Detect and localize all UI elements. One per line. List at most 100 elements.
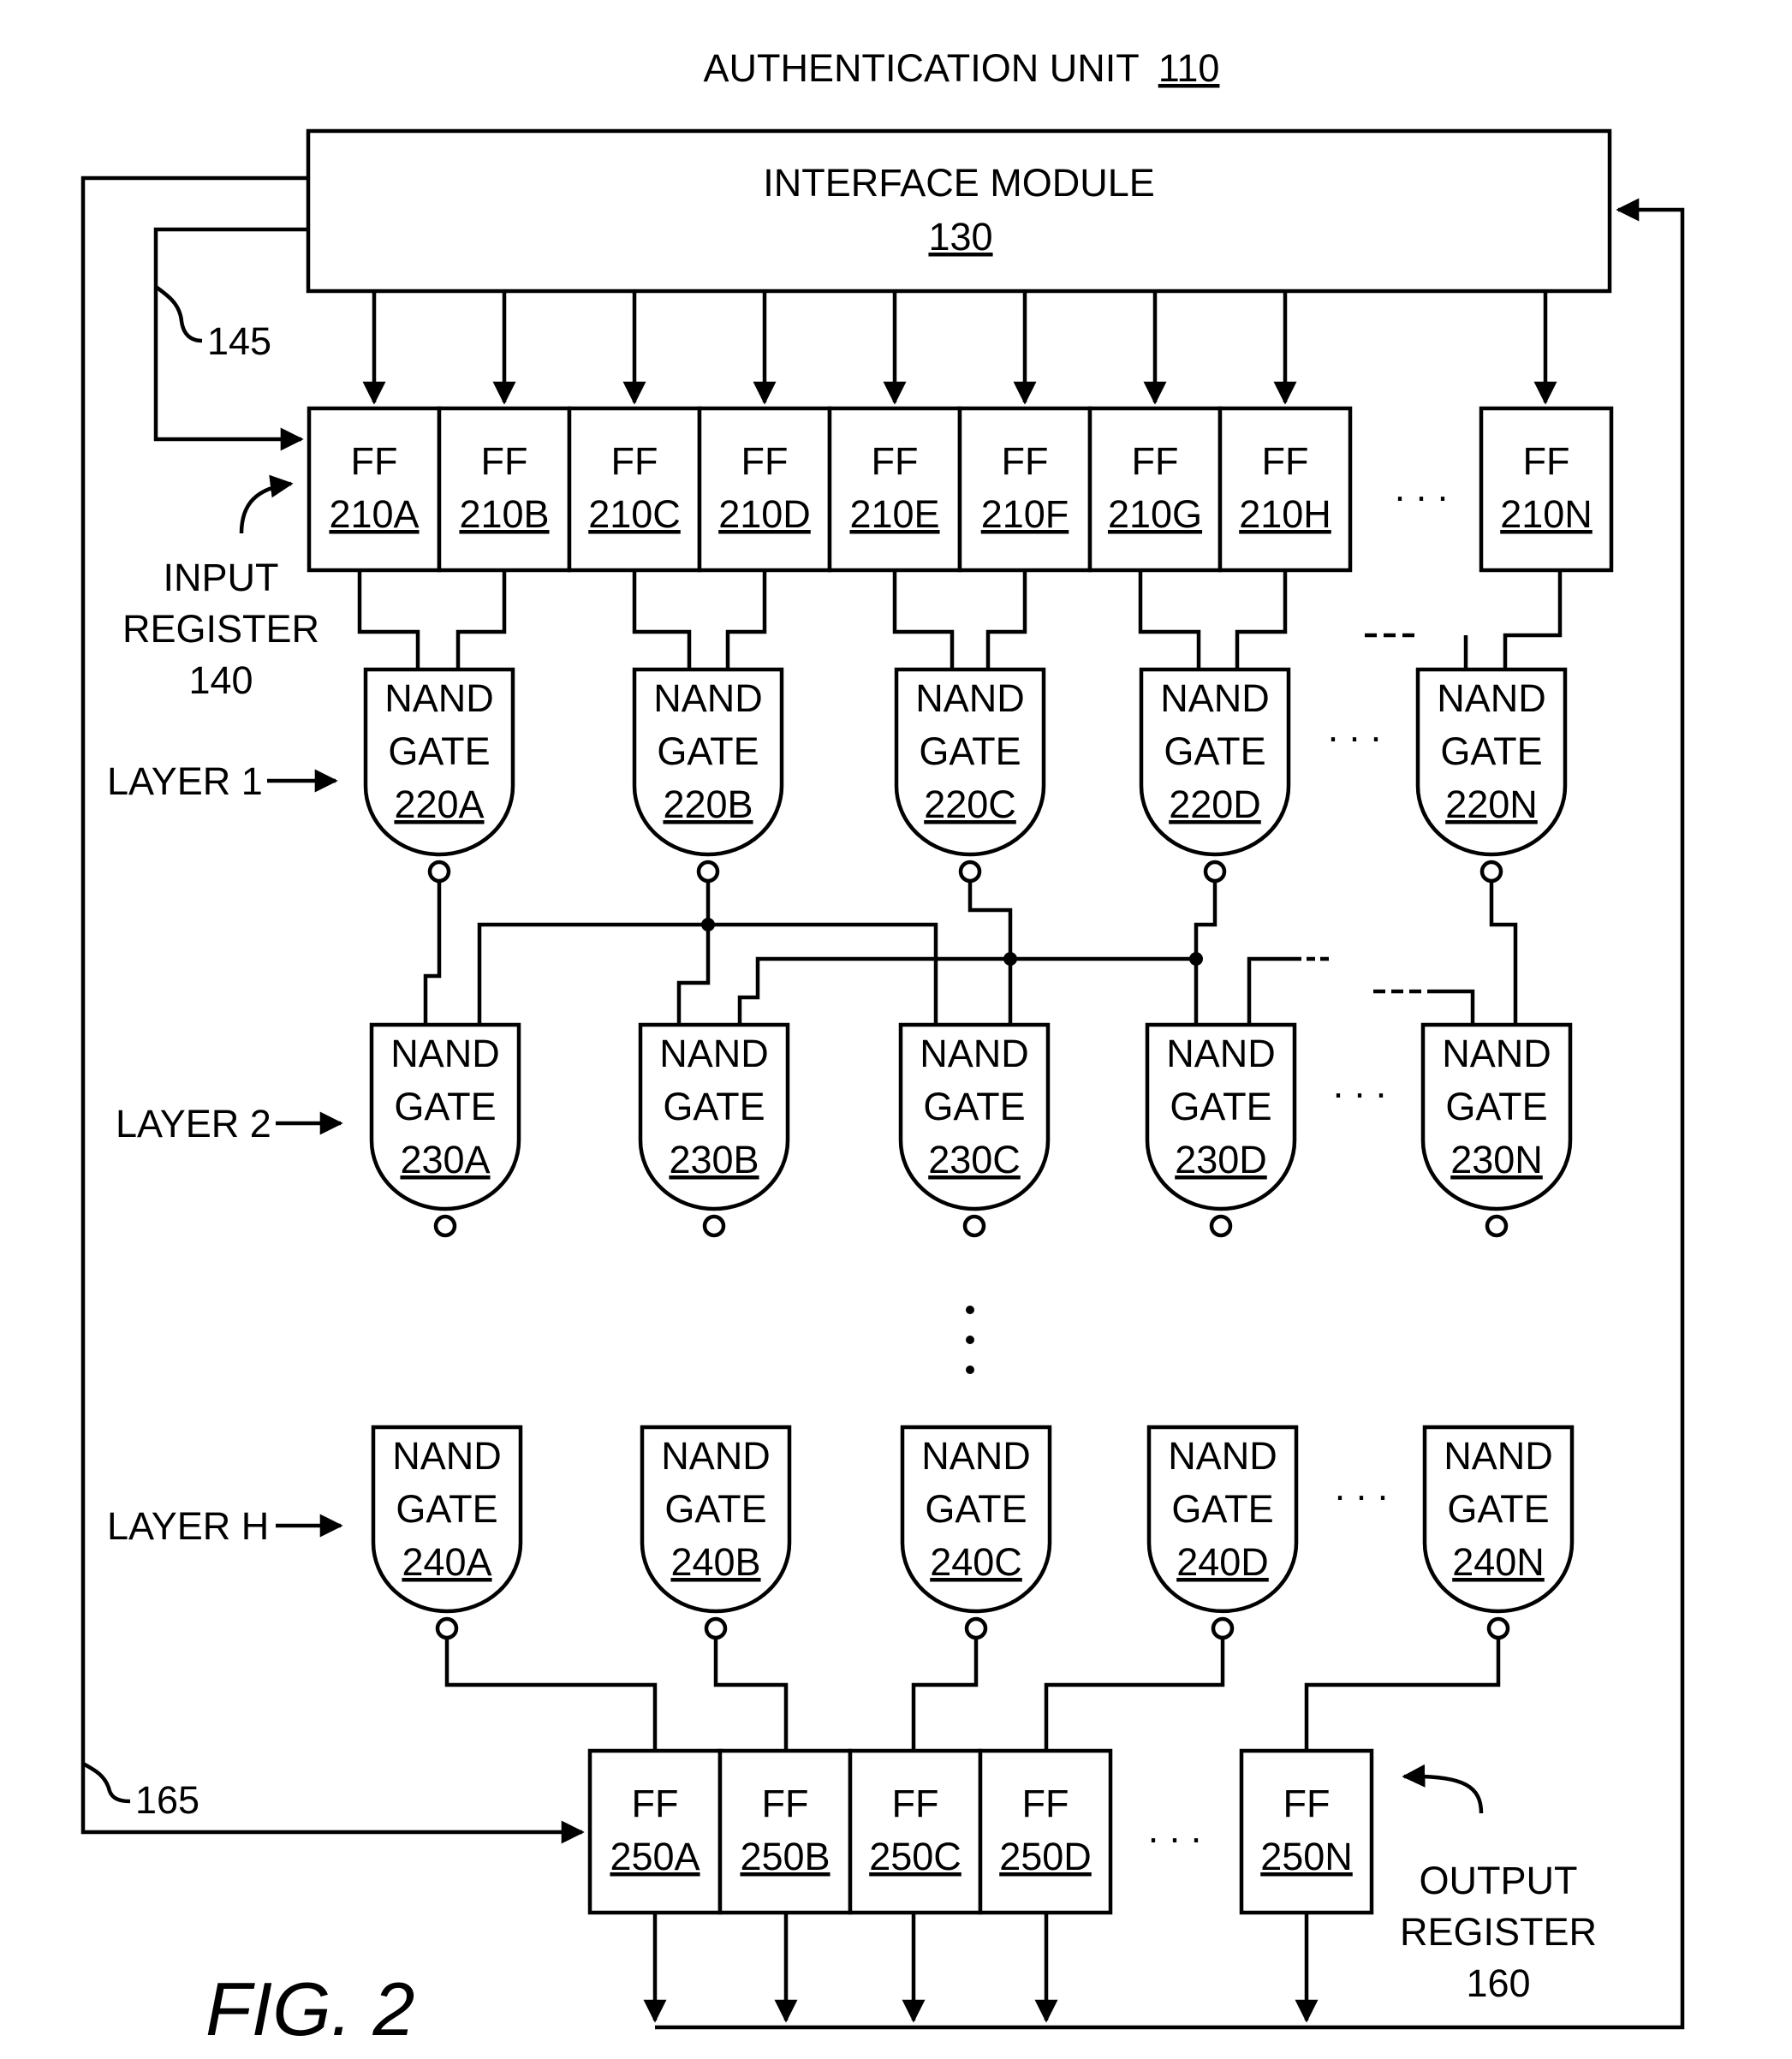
output-ff-250N: FF 250N [1241,1751,1372,1913]
svg-text:220B: 220B [663,783,753,826]
svg-text:240B: 240B [670,1540,760,1584]
svg-text:GATE: GATE [1447,1487,1549,1531]
input-ff-ref: 210E [849,492,939,536]
nand-gate-230D: NAND GATE 230D [1147,1025,1295,1235]
svg-text:REGISTER: REGISTER [122,607,319,651]
nand-gate-240B: NAND GATE 240B [642,1427,789,1638]
input-ff-label: FF [1132,439,1179,483]
svg-text:220D: 220D [1169,783,1261,826]
output-register-label: OUTPUT REGISTER 160 [1400,1776,1597,2005]
layer-h: LAYER H NAND GATE 240A NAND GATE 240B NA… [107,1427,1572,1638]
svg-text:140: 140 [188,658,253,702]
input-ff-label: FF [741,439,789,483]
layer-2: LAYER 2 NAND GATE 230A NAND GATE 230B NA… [116,1025,1570,1235]
svg-text:NAND: NAND [384,676,494,720]
svg-text:REGISTER: REGISTER [1400,1910,1597,1954]
svg-text:NAND: NAND [920,1032,1029,1075]
input-ff-ref: 210H [1239,492,1331,536]
input-ff-ref: 210A [329,492,419,536]
svg-text:GATE: GATE [925,1487,1027,1531]
nand-gate-220B: NAND GATE 220B [634,669,782,881]
svg-text:GATE: GATE [1440,729,1542,773]
svg-text:GATE: GATE [1170,1085,1271,1128]
layer-1-ellipsis: . . . [1328,706,1382,750]
svg-text:250D: 250D [999,1835,1092,1878]
figure-label: FIG. 2 [205,1967,415,2051]
svg-text:FF: FF [1283,1782,1331,1825]
input-register-ellipsis: . . . [1395,466,1449,509]
svg-text:GATE: GATE [923,1085,1025,1128]
interface-to-input-arrows [374,291,1545,402]
svg-text:230B: 230B [669,1138,759,1181]
nand-gate-240C: NAND GATE 240C [902,1427,1050,1638]
interface-module: INTERFACE MODULE 130 [308,131,1610,291]
input-ff-ref: 210B [459,492,549,536]
nand-gate-230B: NAND GATE 230B [640,1025,788,1235]
svg-text:240A: 240A [402,1540,491,1584]
input-ff-label: FF [872,439,919,483]
layer-label: LAYER H [107,1504,269,1548]
svg-text:NAND: NAND [1437,676,1546,720]
nand-gate-240A: NAND GATE 240A [373,1427,521,1638]
svg-text:FF: FF [1022,1782,1069,1825]
input-ff-ref: 210D [718,492,811,536]
input-ff-210E: FF 210E [830,408,960,570]
svg-text:250A: 250A [610,1835,700,1878]
interface-module-label: INTERFACE MODULE [763,161,1155,205]
layer-h-ellipsis: . . . [1335,1465,1389,1509]
svg-text:240D: 240D [1176,1540,1269,1584]
svg-text:250N: 250N [1260,1835,1353,1878]
nand-gate-220D: NAND GATE 220D [1141,669,1289,881]
interface-module-ref: 130 [928,215,992,259]
svg-text:FF: FF [892,1782,939,1825]
svg-text:NAND: NAND [1442,1032,1551,1075]
svg-text:GATE: GATE [388,729,490,773]
svg-text:250B: 250B [740,1835,830,1878]
svg-text:NAND: NAND [915,676,1025,720]
svg-text:GATE: GATE [396,1487,497,1531]
nand-gate-220N: NAND GATE 220N [1418,669,1565,881]
nand-gate-220A: NAND GATE 220A [366,669,513,881]
svg-text:GATE: GATE [663,1085,765,1128]
svg-text:NAND: NAND [1444,1434,1553,1478]
layer1-to-layer2-wires [426,881,1515,1025]
output-ff-250A: FF 250A [590,1751,720,1913]
svg-text:250C: 250C [869,1835,961,1878]
input-to-layer1-wires [360,570,1560,669]
nand-gate-220C: NAND GATE 220C [896,669,1044,881]
input-register-label: INPUT REGISTER 140 [122,484,319,702]
input-ff-label: FF [1262,439,1309,483]
input-ff-label: FF [481,439,528,483]
input-ff-ref: 210G [1108,492,1202,536]
input-ff-210G: FF 210G [1090,408,1220,570]
input-ff-210H: FF 210H [1220,408,1350,570]
diagram-title: AUTHENTICATION UNIT110 [704,46,1220,90]
path-145: 145 [156,229,308,439]
output-ff-250C: FF 250C [850,1751,980,1913]
nand-gate-230A: NAND GATE 230A [372,1025,519,1235]
svg-text:220N: 220N [1445,783,1538,826]
svg-text:230C: 230C [928,1138,1021,1181]
input-ff-ref: 210F [981,492,1069,536]
output-ff-250D: FF 250D [980,1751,1110,1913]
layer-label: LAYER 2 [116,1102,271,1146]
nand-gate-230C: NAND GATE 230C [901,1025,1048,1235]
svg-text:GATE: GATE [664,1487,766,1531]
input-ff-ref: 210C [588,492,681,536]
svg-text:INPUT: INPUT [164,556,279,599]
svg-text:NAND: NAND [921,1434,1031,1478]
svg-text:NAND: NAND [390,1032,500,1075]
input-ff-210C: FF 210C [569,408,700,570]
svg-text:160: 160 [1466,1961,1530,2005]
input-ff-ref: 210N [1500,492,1593,536]
input-ff-210F: FF 210F [960,408,1090,570]
output-ff-250B: FF 250B [720,1751,850,1913]
title-text: AUTHENTICATION UNIT [704,46,1140,90]
nand-gate-230N: NAND GATE 230N [1423,1025,1570,1235]
svg-text:230A: 230A [400,1138,490,1181]
svg-text:GATE: GATE [1164,729,1265,773]
svg-text:FF: FF [762,1782,809,1825]
input-ff-label: FF [1523,439,1570,483]
svg-text:240N: 240N [1452,1540,1545,1584]
